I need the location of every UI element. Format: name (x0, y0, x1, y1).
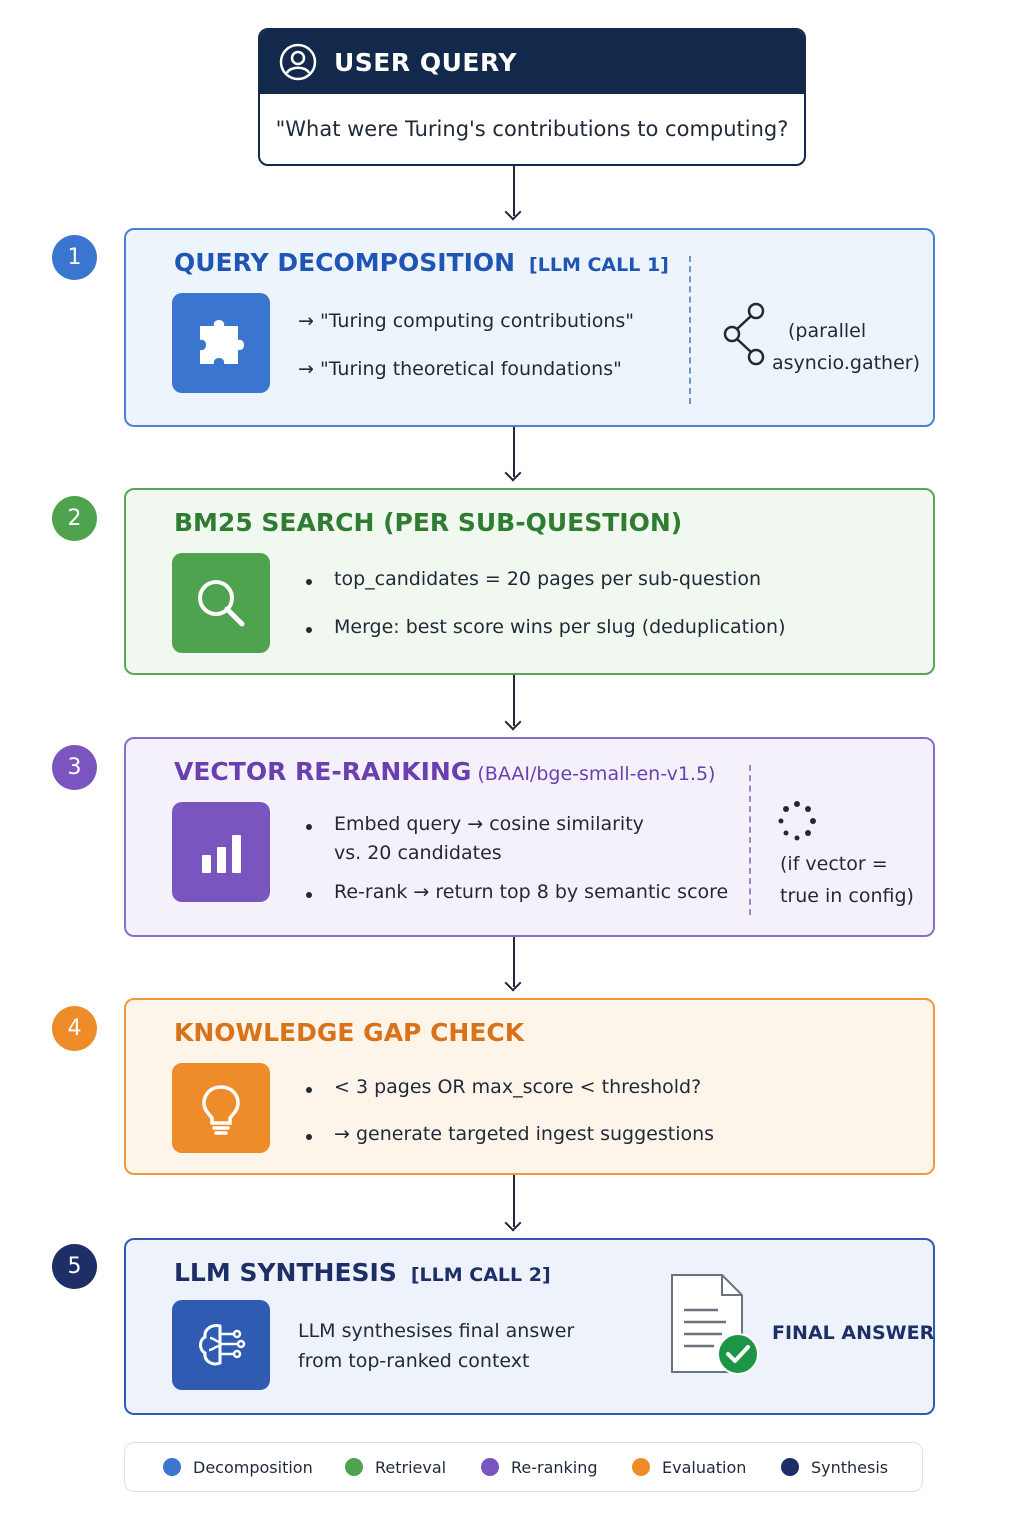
bar-chart-icon (172, 802, 270, 902)
legend-label: Decomposition (193, 1457, 313, 1477)
side-note-line: (parallel (788, 320, 867, 342)
step-title-text: LLM SYNTHESIS (174, 1258, 397, 1287)
bullet (306, 579, 312, 585)
step-title: KNOWLEDGE GAP CHECK (174, 1018, 525, 1047)
side-note-line: asyncio.gather) (772, 352, 920, 374)
legend-swatch (345, 1458, 363, 1476)
step-number-3: 3 (52, 745, 97, 790)
bullet-item: top_candidates = 20 pages per sub-questi… (334, 568, 761, 590)
flow-arrow (513, 166, 515, 216)
step-tag: [LLM CALL 2] (410, 1264, 551, 1286)
step-title: BM25 SEARCH (PER SUB-QUESTION) (174, 508, 683, 537)
legend-item-evaluation: Evaluation (632, 1443, 746, 1491)
step-number-4: 4 (52, 1006, 97, 1051)
user-icon (279, 43, 317, 81)
user-query-title: USER QUERY (334, 47, 517, 77)
legend-item-decomposition: Decomposition (163, 1443, 313, 1491)
flow-arrow (513, 937, 515, 987)
bullet-item: Merge: best score wins per slug (dedupli… (334, 616, 786, 638)
sub-question-item: → "Turing computing contributions" (298, 310, 635, 332)
user-query-header: USER QUERY (260, 30, 804, 94)
loading-icon (778, 801, 816, 841)
step-number-1: 1 (52, 235, 97, 280)
legend-item-reranking: Re-ranking (481, 1443, 598, 1491)
bullet-item: Re-rank → return top 8 by semantic score (334, 881, 729, 903)
lightbulb-icon (172, 1063, 270, 1153)
step-title: VECTOR RE-RANKING(BAAI/bge-small-en-v1.5… (174, 757, 715, 786)
step-title: LLM SYNTHESIS [LLM CALL 2] (174, 1258, 551, 1287)
sub-question-item: → "Turing theoretical foundations" (298, 358, 622, 380)
flow-arrow (513, 427, 515, 477)
divider (689, 256, 691, 404)
side-note-line: (if vector = (780, 853, 888, 875)
legend-item-retrieval: Retrieval (345, 1443, 446, 1491)
brain-circuit-icon (172, 1300, 270, 1390)
bullet (306, 824, 312, 830)
user-query-box: USER QUERY "What were Turing's contribut… (258, 28, 806, 166)
side-note: (if vector = true in config) (780, 848, 914, 912)
step-title-text: VECTOR RE-RANKING (174, 757, 472, 786)
step-llm-synthesis: LLM SYNTHESIS [LLM CALL 2] LLM synthesise… (124, 1238, 935, 1415)
puzzle-icon (172, 293, 270, 393)
step-bm25-search: BM25 SEARCH (PER SUB-QUESTION) top_candi… (124, 488, 935, 675)
bullet-item: < 3 pages OR max_score < threshold? (334, 1076, 702, 1098)
branch-icon (723, 302, 765, 366)
step-title: QUERY DECOMPOSITION [LLM CALL 1] (174, 248, 669, 277)
final-answer-label: FINAL ANSWER (772, 1322, 935, 1344)
legend-swatch (163, 1458, 181, 1476)
legend-swatch (632, 1458, 650, 1476)
legend: Decomposition Retrieval Re-ranking Evalu… (124, 1442, 923, 1492)
bullet (306, 627, 312, 633)
legend-swatch (481, 1458, 499, 1476)
legend-label: Evaluation (662, 1457, 747, 1477)
bullet (306, 892, 312, 898)
side-note: (parallel asyncio.gather) (772, 315, 920, 379)
synthesis-text: from top-ranked context (298, 1350, 530, 1372)
divider (749, 765, 751, 915)
step-tag: (BAAI/bge-small-en-v1.5) (477, 763, 716, 785)
step-title-text: QUERY DECOMPOSITION (174, 248, 516, 277)
search-icon (172, 553, 270, 653)
step-number-5: 5 (52, 1244, 97, 1289)
legend-label: Retrieval (375, 1457, 447, 1477)
bullet (306, 1134, 312, 1140)
step-query-decomposition: QUERY DECOMPOSITION [LLM CALL 1] → "Turin… (124, 228, 935, 427)
document-check-icon (671, 1274, 759, 1375)
legend-item-synthesis: Synthesis (781, 1443, 888, 1491)
step-knowledge-gap-check: KNOWLEDGE GAP CHECK < 3 pages OR max_sco… (124, 998, 935, 1175)
bullet (306, 1087, 312, 1093)
side-note-line: true in config) (780, 885, 914, 907)
step-tag: [LLM CALL 1] (529, 254, 669, 276)
step-vector-reranking: VECTOR RE-RANKING(BAAI/bge-small-en-v1.5… (124, 737, 935, 937)
bullet-item: Embed query → cosine similarity (334, 813, 644, 835)
legend-label: Re-ranking (511, 1457, 598, 1477)
flow-arrow (513, 675, 515, 726)
user-query-text: "What were Turing's contributions to com… (275, 117, 789, 141)
legend-swatch (781, 1458, 799, 1476)
legend-label: Synthesis (811, 1457, 889, 1477)
step-number-2: 2 (52, 496, 97, 541)
bullet-item: → generate targeted ingest suggestions (334, 1123, 715, 1145)
flow-arrow (513, 1175, 515, 1227)
bullet-item-continued: vs. 20 candidates (334, 842, 502, 864)
synthesis-text: LLM synthesises final answer (298, 1320, 575, 1342)
